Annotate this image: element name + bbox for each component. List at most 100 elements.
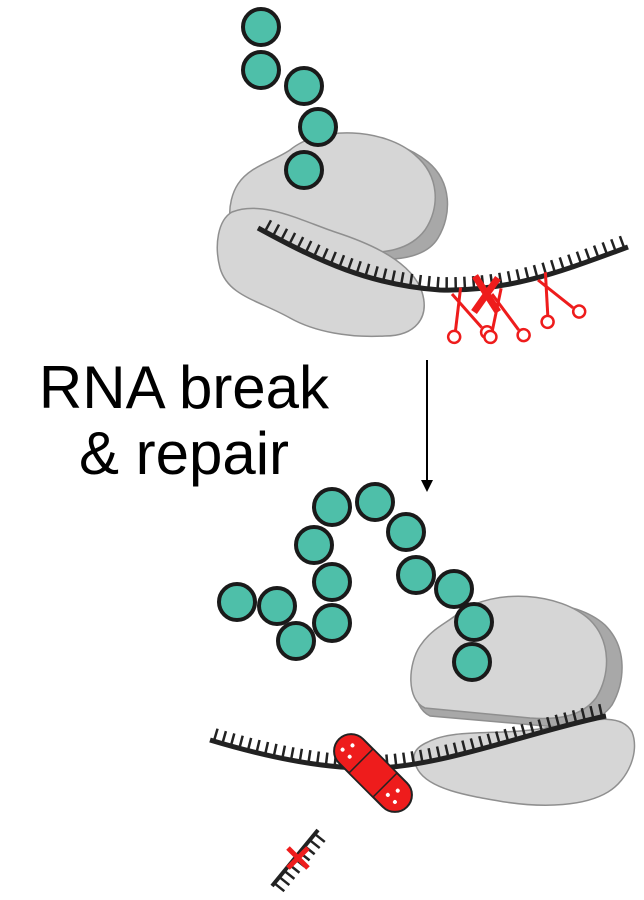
rna-base-tick [511, 726, 518, 740]
rna-base-tick [601, 242, 609, 256]
rna-base-tick [618, 235, 626, 249]
rna-base-tick [575, 251, 583, 265]
ribosome-large-subunit [410, 595, 608, 720]
rna-base-tick [271, 224, 281, 237]
rna-base-tick [372, 266, 379, 280]
rna-base-tick [558, 257, 565, 271]
rna-base-tick [469, 738, 476, 752]
caption-line-2: & repair [78, 420, 290, 487]
rna-base-tick [288, 232, 297, 246]
rna-base-tick [346, 257, 354, 272]
rna-base-tick [364, 263, 371, 277]
amino-acid-bead-icon [276, 621, 316, 661]
cleaved-rna-fragment [270, 828, 326, 893]
rna-base-tick [355, 260, 362, 274]
amino-acid-bead-icon [386, 512, 426, 552]
rna-base-tick [272, 743, 278, 757]
ribosome-small-subunit [216, 207, 425, 338]
rna-base-tick [436, 276, 440, 290]
rna-base-tick [246, 737, 253, 751]
bottom-ribosome [410, 595, 636, 806]
rna-base-tick [584, 248, 592, 262]
rna-strand-top [256, 219, 629, 293]
rna-base-tick [281, 745, 287, 759]
amino-acid-bead-icon [284, 66, 324, 106]
rna-base-tick [444, 744, 450, 758]
rna-base-tick [304, 240, 313, 254]
amino-acid-chain-top [241, 7, 338, 190]
bandage-icon [333, 733, 413, 813]
rna-base-tick [528, 721, 535, 735]
rna-base-tick [563, 712, 569, 726]
rna-base-tick [313, 832, 326, 843]
ribosome-small-subunit [413, 718, 636, 806]
rna-base-tick [554, 714, 561, 728]
rna-base-tick [580, 707, 587, 722]
amino-acid-bead-icon [241, 50, 281, 90]
rna-base-tick [408, 273, 414, 287]
rna-base-tick [520, 723, 527, 738]
rna-base-tick [549, 259, 557, 273]
top-ribosome [216, 132, 449, 338]
rna-base-tick [546, 716, 552, 731]
rna-base-tick [312, 244, 321, 258]
rna-base-tick [324, 752, 329, 766]
amino-acid-bead-icon [284, 150, 324, 190]
amino-acid-bead-icon [312, 562, 352, 602]
amino-acid-bead-icon [298, 107, 338, 147]
amino-acid-bead-icon [452, 642, 492, 682]
cross-mark-icon [471, 274, 501, 315]
rna-base-tick [279, 228, 289, 241]
rna-base-tick [610, 238, 617, 252]
rna-base-tick [308, 839, 321, 850]
rna-base-tick [283, 869, 296, 880]
rna-base-tick [524, 267, 530, 281]
amino-acid-bead-icon [241, 7, 281, 47]
rna-base-tick [263, 219, 273, 233]
rna-base-tick [402, 752, 407, 766]
rna-base-tick [418, 749, 424, 763]
rna-base-tick [255, 739, 261, 753]
rna-base-tick [390, 270, 396, 284]
rna-base-tick [329, 251, 337, 265]
rna-base-tick [537, 719, 544, 733]
rna-base-tick [263, 741, 270, 755]
rna-base-tick [506, 270, 512, 285]
rna-base-tick [598, 703, 604, 718]
rna-base-tick [289, 747, 295, 761]
rna-base-tick [515, 269, 521, 283]
amino-acid-bead-icon [312, 603, 352, 643]
rna-base-tick [410, 751, 416, 765]
diagram-caption: RNA break & repair [0, 355, 374, 487]
rna-base-tick [315, 751, 321, 765]
arrow-down-icon [421, 360, 433, 492]
amino-acid-bead-icon [257, 586, 297, 626]
amino-acid-bead-icon [434, 569, 474, 609]
rna-base-tick [212, 728, 219, 742]
rna-base-tick [532, 264, 539, 279]
amino-acid-chain-bottom [217, 482, 494, 682]
rna-base-tick [486, 733, 493, 747]
amino-acid-bead-icon [294, 525, 334, 565]
rna-base-tick [307, 750, 312, 764]
rna-base-tick [463, 276, 467, 290]
rna-base-tick [592, 245, 600, 259]
rna-base-tick [567, 254, 574, 268]
rna-base-tick [273, 882, 286, 893]
rna-base-tick [494, 731, 501, 745]
rna-base-tick [435, 746, 442, 760]
rna-base-tick [427, 275, 431, 290]
amino-acid-bead-icon [454, 602, 494, 642]
rna-base-tick [571, 710, 578, 724]
rna-base-tick [221, 730, 228, 744]
amino-acid-bead-icon [312, 487, 352, 527]
cross-mark-icon [286, 846, 310, 870]
amino-acid-bead-icon [217, 582, 257, 622]
rna-base-tick [417, 274, 423, 289]
rna-base-tick [393, 753, 398, 767]
rna-base-tick [452, 742, 459, 756]
rna-base-tick [589, 705, 595, 720]
rna-base-tick [229, 733, 236, 747]
rna-base-tick [399, 272, 405, 286]
